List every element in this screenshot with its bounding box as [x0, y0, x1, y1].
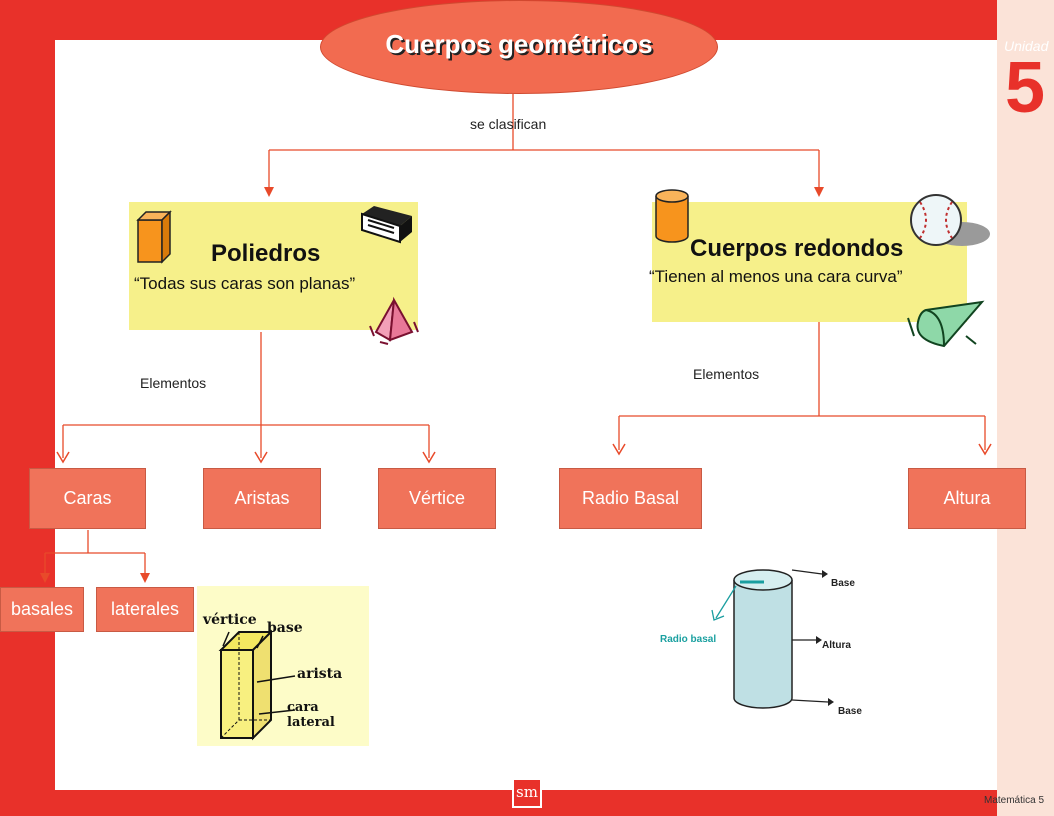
category-redondos-title: Cuerpos redondos — [690, 235, 904, 262]
category-poliedros-title: Poliedros — [211, 240, 321, 267]
cylinder-label-base-bottom: Base — [838, 706, 862, 717]
cylinder-label-base-top: Base — [831, 578, 855, 589]
prism-label-base: base — [267, 620, 303, 636]
node-radio-basal: Radio Basal — [559, 468, 702, 529]
frame-left-band — [0, 0, 55, 816]
footer-book-title: Matemática 5 — [984, 795, 1045, 806]
node-basales: basales — [0, 587, 84, 632]
prism-drawing — [218, 629, 296, 741]
publisher-logo: sm — [512, 778, 542, 808]
elements-label-redondos: Elementos — [693, 366, 760, 382]
frame-right-band — [997, 0, 1054, 816]
node-caras: Caras — [29, 468, 146, 529]
relation-label: se clasifican — [470, 116, 547, 132]
prism-label-lateral-face: cara lateral — [287, 700, 335, 730]
box-icon — [361, 206, 412, 244]
prism-label-edge: arista — [297, 666, 343, 682]
node-altura: Altura — [908, 468, 1026, 529]
category-redondos-description: “Tienen al menos una cara curva” — [649, 267, 903, 286]
ball-icon — [910, 194, 990, 246]
unit-badge-word: Unidad — [1004, 38, 1049, 54]
title-node: Cuerpos geométricos — [320, 0, 718, 94]
elements-label-poliedros: Elementos — [140, 375, 207, 391]
prism-illustration: vértice base arista cara lateral — [197, 586, 369, 746]
cylinder-label-height: Altura — [822, 640, 851, 651]
unit-badge-number: 5 — [1004, 48, 1046, 128]
pyramid-icon — [369, 296, 419, 345]
cone-icon — [907, 300, 985, 348]
orange-prism-icon — [136, 210, 172, 264]
cylinder-illustration — [711, 569, 834, 709]
category-poliedros-description: “Todas sus caras son planas” — [134, 274, 356, 293]
node-laterales: laterales — [96, 587, 194, 632]
node-vertice: Vértice — [378, 468, 496, 529]
category-poliedros: Poliedros “Todas sus caras son planas” — [129, 202, 418, 330]
prism-label-vertex: vértice — [203, 612, 257, 628]
cylinder-label-radius: Radio basal — [660, 634, 717, 645]
node-aristas: Aristas — [203, 468, 321, 529]
orange-cylinder-icon — [655, 189, 689, 243]
diagram-title: Cuerpos geométricos — [385, 29, 653, 59]
